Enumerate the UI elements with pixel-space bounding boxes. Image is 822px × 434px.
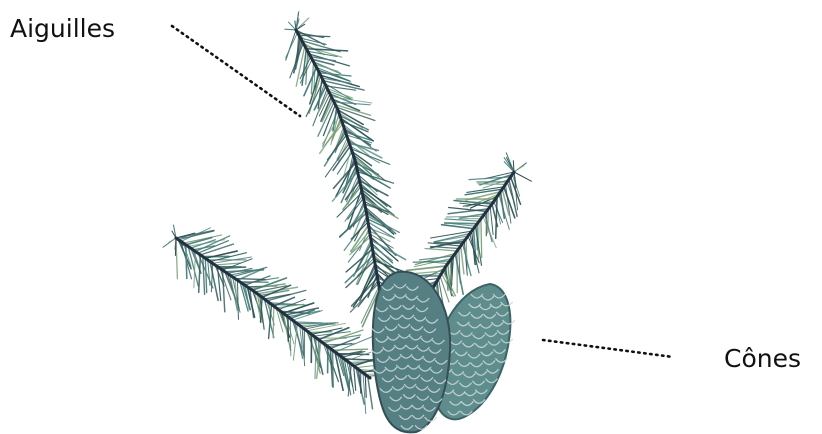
needle <box>186 238 212 245</box>
needle <box>273 306 274 338</box>
needle <box>218 267 221 301</box>
needle <box>461 246 464 274</box>
needle <box>286 33 298 58</box>
needle <box>478 184 506 185</box>
twig-left <box>176 238 370 378</box>
needles-label: Aiguilles <box>10 16 115 41</box>
needle <box>284 29 296 30</box>
needle <box>481 219 482 258</box>
needle <box>365 375 366 398</box>
needle <box>299 35 330 36</box>
needle <box>483 216 496 247</box>
needle <box>295 322 322 323</box>
needle <box>286 30 296 60</box>
cones-label: Cônes <box>724 346 801 371</box>
needle <box>238 280 239 319</box>
needle <box>407 266 447 270</box>
needle <box>175 238 176 256</box>
needle <box>445 223 478 224</box>
needle <box>290 319 291 356</box>
needle <box>199 255 201 293</box>
needle <box>186 245 187 279</box>
cone-front <box>371 272 450 433</box>
needle <box>203 257 205 295</box>
needle <box>208 260 210 286</box>
needle <box>223 270 225 312</box>
needle <box>205 258 206 292</box>
cones-leader-line <box>543 340 673 357</box>
twig-right <box>428 172 514 296</box>
needle <box>333 349 368 350</box>
needle <box>354 366 356 390</box>
needle <box>425 249 457 252</box>
needle <box>333 350 334 387</box>
needle <box>514 172 532 181</box>
needle <box>513 160 514 172</box>
needle <box>245 276 270 286</box>
needle <box>490 207 493 235</box>
needle <box>446 216 483 217</box>
needle <box>368 376 373 409</box>
needle <box>514 165 524 172</box>
needles-leader-line <box>172 26 300 116</box>
needle <box>306 49 347 51</box>
